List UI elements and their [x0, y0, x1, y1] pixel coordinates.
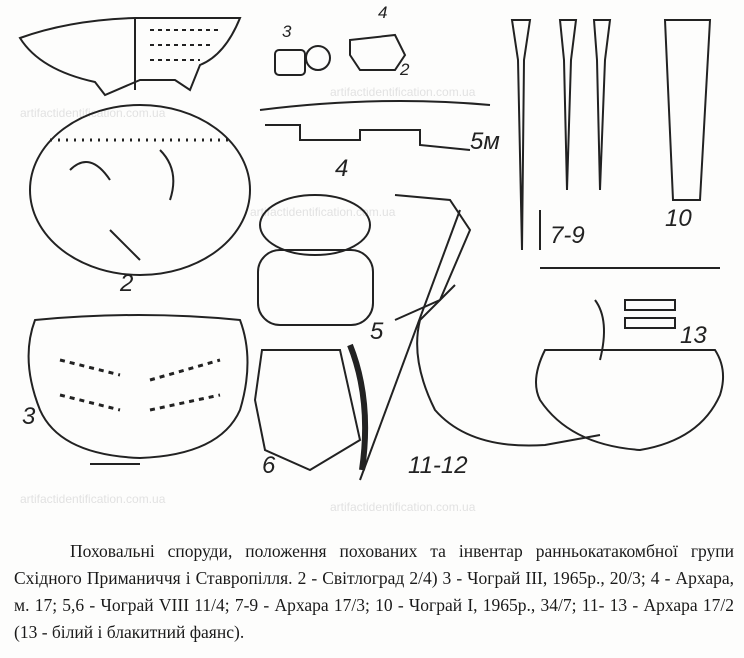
figure-label: 6 [262, 452, 276, 479]
vessel-drawing-2 [29, 104, 251, 276]
figure-label: 5м [470, 128, 500, 155]
figure-label: 4 [335, 155, 349, 182]
watermark: artifactidentification.com.ua [330, 85, 476, 99]
archaeology-drawings [18, 17, 725, 481]
figure-label: 2 [120, 270, 134, 297]
figure-label: 11-12 [408, 452, 468, 479]
figure-label: 5 [370, 318, 384, 345]
figure-label: 3 [282, 22, 292, 41]
figure-label: 3 [22, 403, 36, 430]
figure-label: 10 [665, 205, 692, 232]
figure-label: 2 [400, 60, 410, 79]
watermark: artifactidentification.com.ua [330, 500, 476, 514]
vessel-drawing-top [18, 17, 242, 97]
watermark: artifactidentification.com.ua [20, 492, 166, 506]
vessel-drawing-3 [27, 314, 249, 465]
figure-label: 4 [378, 3, 388, 22]
figure-label: 13 [680, 322, 707, 349]
figure-caption: Поховальні споруди, положення похованих … [14, 541, 734, 642]
figure-label: 7-9 [550, 222, 585, 249]
watermark: artifactidentification.com.ua [250, 205, 396, 219]
